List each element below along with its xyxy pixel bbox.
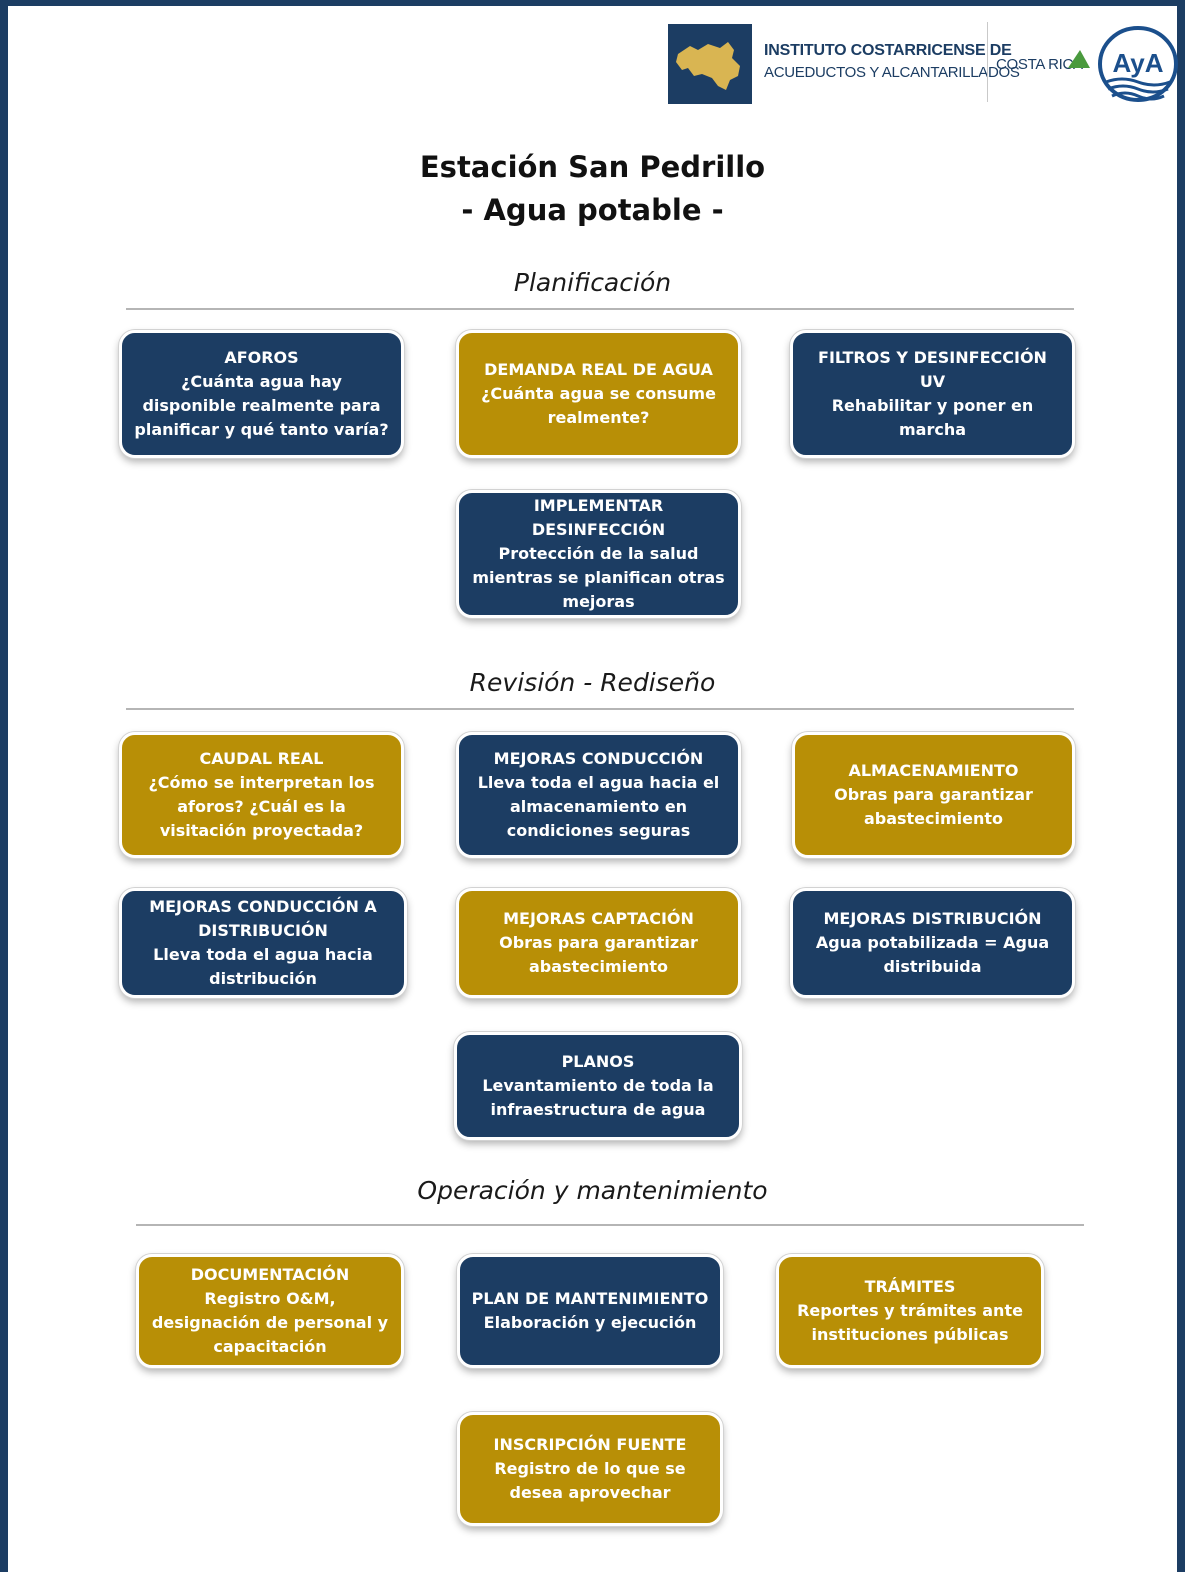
box-implementar-desinfeccion: IMPLEMENTAR DESINFECCIÓN Protección de l… bbox=[456, 490, 741, 618]
costa-rica-map-icon bbox=[668, 24, 752, 104]
box-mejoras-captacion: MEJORAS CAPTACIÓN Obras para garantizar … bbox=[456, 888, 741, 998]
aya-logo: AyA bbox=[1066, 22, 1178, 106]
country-label: COSTA RICA bbox=[996, 56, 1083, 73]
box-aforos: AFOROS ¿Cuánta agua hay disponible realm… bbox=[119, 330, 404, 458]
box-description: ¿Cuánta agua se consume realmente? bbox=[481, 384, 716, 427]
section-divider bbox=[126, 708, 1074, 710]
box-description: Protección de la salud mientras se plani… bbox=[472, 544, 725, 611]
box-description: ¿Cuánta agua hay disponible realmente pa… bbox=[134, 372, 389, 439]
box-description: Lleva toda el agua hacia distribución bbox=[153, 945, 373, 988]
box-description: Agua potabilizada = Agua distribuida bbox=[815, 933, 1050, 976]
box-title: MEJORAS CONDUCCIÓN bbox=[493, 749, 704, 768]
box-title: MEJORAS CAPTACIÓN bbox=[503, 909, 694, 928]
box-inscripcion-fuente: INSCRIPCIÓN FUENTE Registro de lo que se… bbox=[457, 1412, 723, 1526]
page-title: Estación San Pedrillo bbox=[419, 150, 766, 184]
box-description: Registro de lo que se desea aprovechar bbox=[494, 1459, 686, 1502]
box-title: AFOROS bbox=[224, 348, 299, 367]
box-plan-mantenimiento: PLAN DE MANTENIMIENTO Elaboración y ejec… bbox=[457, 1254, 723, 1368]
box-conduccion-distribucion: MEJORAS CONDUCCIÓN A DISTRIBUCIÓN Lleva … bbox=[119, 888, 407, 998]
box-tramites: TRÁMITES Reportes y trámites ante instit… bbox=[776, 1254, 1044, 1368]
section-divider bbox=[126, 308, 1074, 310]
box-description: Rehabilitar y poner en marcha bbox=[831, 396, 1034, 439]
box-mejoras-conduccion: MEJORAS CONDUCCIÓN Lleva toda el agua ha… bbox=[456, 732, 741, 858]
box-title: CAUDAL REAL bbox=[199, 749, 324, 768]
box-description: Reportes y trámites ante instituciones p… bbox=[797, 1301, 1023, 1344]
box-almacenamiento: ALMACENAMIENTO Obras para garantizar aba… bbox=[792, 732, 1075, 858]
box-description: Lleva toda el agua hacia el almacenamien… bbox=[477, 773, 720, 840]
box-title: INSCRIPCIÓN FUENTE bbox=[493, 1435, 687, 1454]
box-description: Obras para garantizar abastecimiento bbox=[834, 785, 1033, 828]
box-demanda-real: DEMANDA REAL DE AGUA ¿Cuánta agua se con… bbox=[456, 330, 741, 458]
box-filtros-uv: FILTROS Y DESINFECCIÓN UV Rehabilitar y … bbox=[790, 330, 1075, 458]
box-title: MEJORAS DISTRIBUCIÓN bbox=[823, 909, 1042, 928]
box-mejoras-distribucion: MEJORAS DISTRIBUCIÓN Agua potabilizada =… bbox=[790, 888, 1075, 998]
section-divider bbox=[136, 1224, 1084, 1226]
section-heading-revision: Revisión - Rediseño bbox=[469, 668, 716, 697]
page-subtitle: - Agua potable - bbox=[461, 193, 724, 227]
box-description: Registro O&M, designación de personal y … bbox=[151, 1289, 389, 1356]
section-heading-operacion: Operación y mantenimiento bbox=[417, 1176, 768, 1205]
institute-name-line1: INSTITUTO COSTARRICENSE DE bbox=[764, 42, 1012, 59]
logo-divider bbox=[987, 22, 988, 102]
box-planos: PLANOS Levantamiento de toda la infraest… bbox=[454, 1032, 742, 1140]
box-title: ALMACENAMIENTO bbox=[848, 761, 1019, 780]
box-documentacion: DOCUMENTACIÓN Registro O&M, designación … bbox=[136, 1254, 404, 1368]
box-title: TRÁMITES bbox=[864, 1277, 956, 1296]
box-description: ¿Cómo se interpretan los aforos? ¿Cuál e… bbox=[148, 773, 375, 840]
box-title: FILTROS Y DESINFECCIÓN UV bbox=[818, 348, 1047, 391]
box-title: IMPLEMENTAR DESINFECCIÓN bbox=[531, 496, 666, 539]
box-title: PLAN DE MANTENIMIENTO bbox=[471, 1289, 709, 1308]
institute-name-line2: ACUEDUCTOS Y ALCANTARILLADOS bbox=[764, 64, 1020, 81]
box-caudal-real: CAUDAL REAL ¿Cómo se interpretan los afo… bbox=[119, 732, 404, 858]
box-description: Levantamiento de toda la infraestructura… bbox=[482, 1076, 714, 1119]
section-heading-planificacion: Planificación bbox=[513, 268, 672, 297]
box-title: DEMANDA REAL DE AGUA bbox=[484, 360, 713, 379]
box-title: PLANOS bbox=[561, 1052, 635, 1071]
box-description: Obras para garantizar abastecimiento bbox=[499, 933, 698, 976]
box-title: DOCUMENTACIÓN bbox=[190, 1265, 350, 1284]
box-description: Elaboración y ejecución bbox=[483, 1313, 697, 1332]
box-title: MEJORAS CONDUCCIÓN A DISTRIBUCIÓN bbox=[149, 897, 377, 940]
svg-text:AyA: AyA bbox=[1112, 48, 1163, 78]
